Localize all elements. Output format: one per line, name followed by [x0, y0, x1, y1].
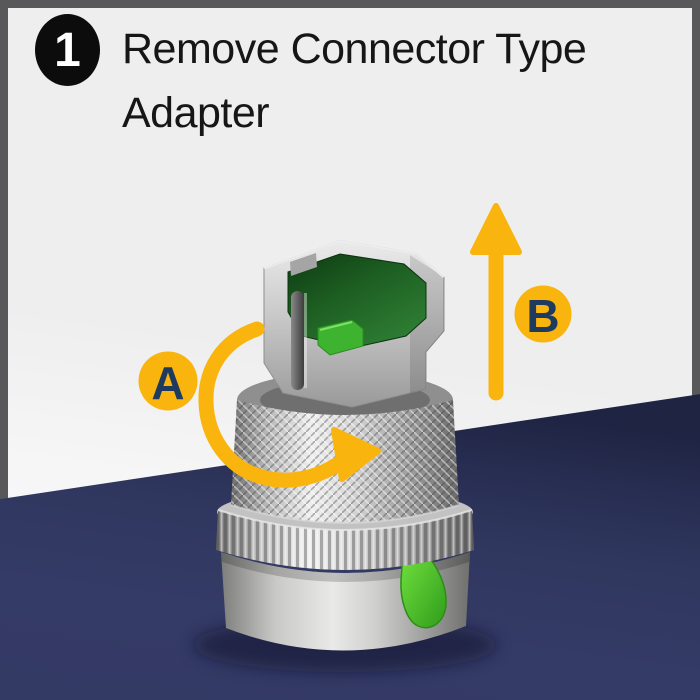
housing-notch: [290, 253, 317, 276]
rotation-arrow-icon: [198, 321, 381, 488]
sc-housing: [263, 238, 445, 408]
housing-groove: [291, 291, 304, 390]
lever-green-paddle: [400, 549, 447, 629]
lift-up-arrow-icon: [470, 203, 522, 401]
label-b-text: B: [526, 290, 559, 342]
label-a-text: A: [151, 357, 184, 409]
label-a-badge: A: [138, 351, 198, 411]
ferrule-holder-green: [317, 319, 364, 356]
label-b-badge: B: [514, 285, 572, 343]
